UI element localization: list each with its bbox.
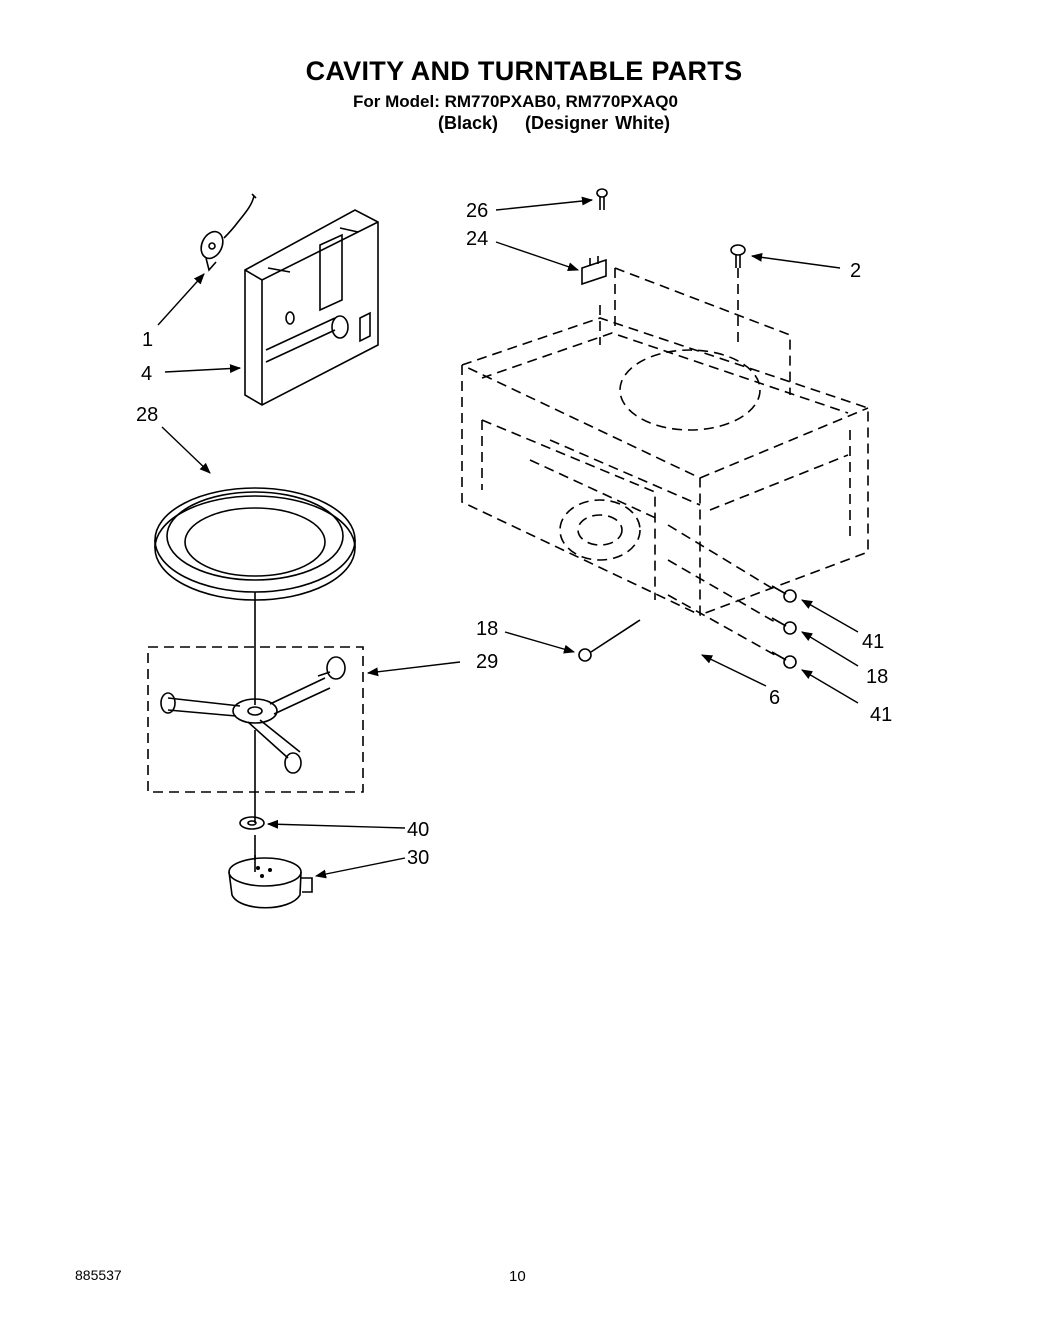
callout-26: 26	[466, 200, 488, 222]
screw-part-41-upper	[771, 585, 797, 603]
washer-part	[239, 816, 265, 830]
callout-29: 29	[476, 651, 498, 673]
callout-18-left: 18	[476, 618, 498, 640]
page-number: 10	[509, 1268, 526, 1285]
callout-1: 1	[142, 329, 153, 351]
callout-30: 30	[407, 847, 429, 869]
oven-cavity-part	[461, 267, 869, 617]
screw-part-18-right	[771, 617, 797, 635]
roller-support-part	[147, 646, 364, 793]
callout-24: 24	[466, 228, 488, 250]
callout-40: 40	[407, 819, 429, 841]
callout-6: 6	[769, 687, 780, 709]
screw-part-41-lower	[771, 651, 797, 669]
thermal-cutout-part	[200, 193, 257, 272]
callout-18-right: 18	[866, 666, 888, 688]
screw-part-26	[596, 188, 608, 210]
screw-part-18-left	[578, 619, 641, 662]
callout-4: 4	[141, 363, 152, 385]
callout-2: 2	[850, 260, 861, 282]
variant-designer-white: (Designer White)	[525, 113, 671, 133]
variant-black: (Black)	[438, 113, 499, 133]
callout-41-upper: 41	[862, 631, 884, 653]
document-number: 885537	[75, 1267, 122, 1283]
model-variants: (Black) (Designer White)	[438, 113, 690, 134]
screw-part-2	[730, 244, 746, 268]
model-line: For Model: RM770PXAB0, RM770PXAQ0	[353, 92, 678, 111]
screw-axis-lines	[667, 524, 776, 656]
callout-28: 28	[136, 404, 158, 426]
mounting-bracket-part	[244, 209, 379, 406]
callout-41-lower: 41	[870, 704, 892, 726]
page-title: CAVITY AND TURNTABLE PARTS	[305, 56, 743, 86]
turntable-ring-part	[154, 487, 356, 601]
leader-lines	[157, 196, 859, 879]
turntable-motor-part	[228, 855, 313, 909]
switch-part-24	[581, 256, 607, 286]
